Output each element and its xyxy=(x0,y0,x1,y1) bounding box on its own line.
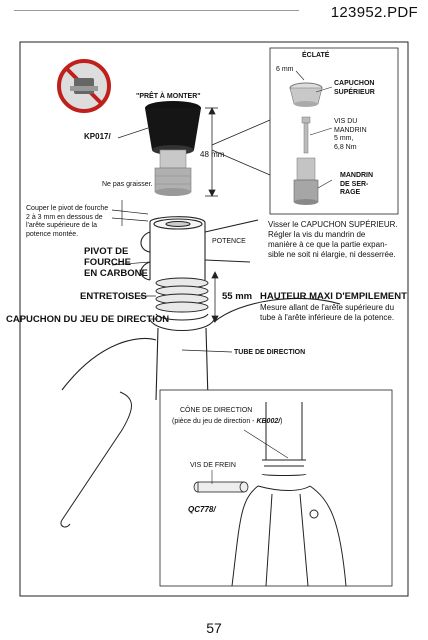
exploded-parts xyxy=(289,82,323,205)
screw-instruction: Visser le CAPUCHON SUPÉRIEUR.Régler la v… xyxy=(268,220,398,259)
dimension-6-label: 6 mm xyxy=(276,66,294,73)
page-frame xyxy=(19,41,409,597)
kp017-label: KP017/ xyxy=(84,132,111,141)
crown-race-label: CÔNE DE DIRECTION xyxy=(180,407,253,414)
dimension-55mm xyxy=(211,271,219,323)
page-number: 57 xyxy=(206,620,222,636)
dimension-48mm xyxy=(205,107,218,197)
spacers xyxy=(155,277,209,313)
head-tube-label: TUBE DE DIRECTION xyxy=(234,349,306,356)
ready-to-mount-label: "PRÊT À MONTER" xyxy=(136,93,201,100)
headset-cap-label: CAPUCHON DU JEU DE DIRECTION xyxy=(6,314,170,325)
crown-race-sublabel: (pièce du jeu de direction - KB002/) xyxy=(172,418,283,425)
frame-tubes xyxy=(60,391,132,528)
spacers-label: ENTRETOISES xyxy=(80,291,147,302)
no-grease-icon xyxy=(57,59,111,113)
no-grease-label: Ne pas graisser. xyxy=(102,181,153,188)
exploded-label: ÉCLATÉ xyxy=(302,52,330,59)
fork-detail xyxy=(231,402,347,587)
qc778-label: QC778/ xyxy=(188,505,216,514)
max-stack-height-label: HAUTEUR MAXI D'EMPILEMENT xyxy=(260,291,407,302)
dimension-55-label: 55 mm xyxy=(222,291,253,302)
stem-label: POTENCE xyxy=(212,238,246,245)
dimension-48-label: 48 mm xyxy=(200,150,225,159)
top-cap-assembly xyxy=(145,101,201,196)
exploded-view-box xyxy=(269,47,399,215)
head-tube xyxy=(61,297,341,401)
cut-marker xyxy=(111,200,149,226)
brake-bolt xyxy=(193,481,249,493)
brake-bolt-label: VIS DE FREIN xyxy=(190,462,236,469)
header-rule xyxy=(14,10,299,11)
stem xyxy=(140,216,259,281)
document-id: 123952.PDF xyxy=(330,4,418,21)
